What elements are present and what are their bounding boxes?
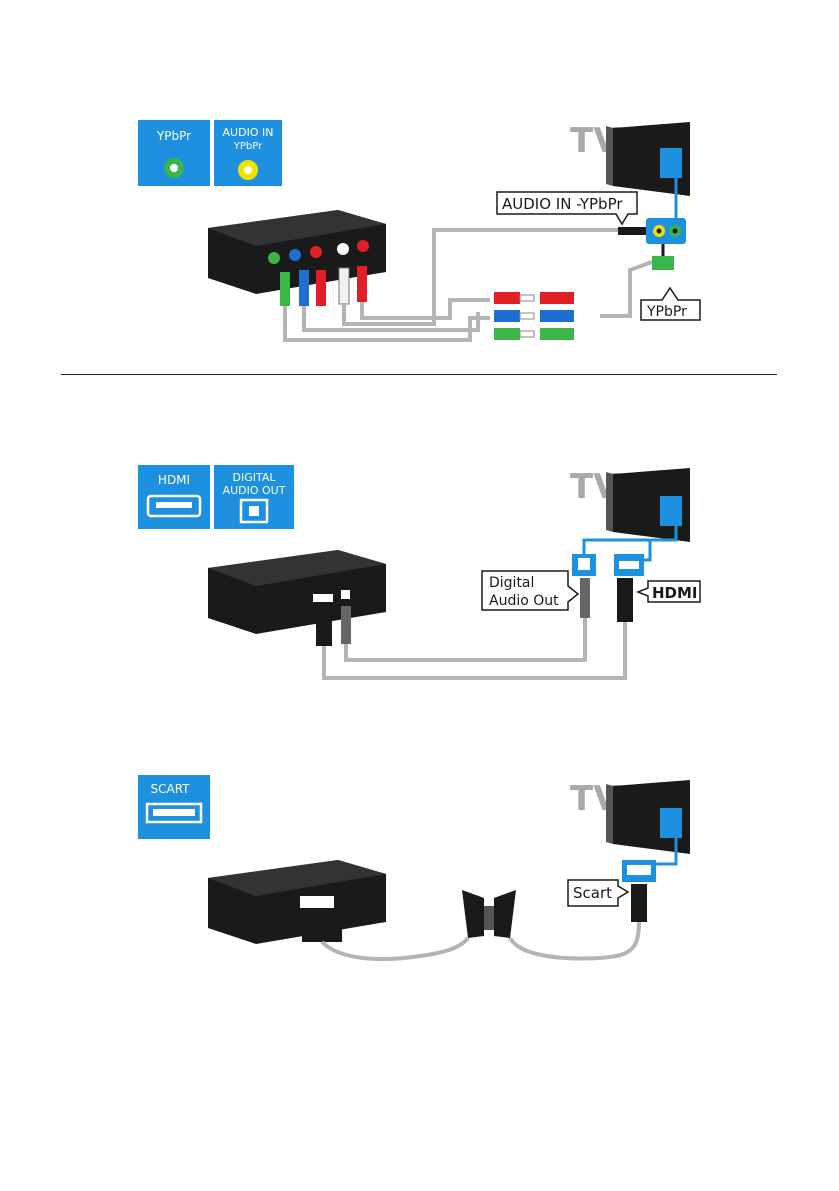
audio-in-ypbpr-icon-tile: AUDIO IN YPbPr bbox=[214, 120, 282, 186]
scart-plug-tv bbox=[631, 884, 647, 922]
hdmi-port-icon bbox=[146, 494, 202, 518]
audio-in-ypbpr-callout: AUDIO IN -YPbPr bbox=[496, 191, 638, 226]
cables bbox=[320, 921, 641, 961]
ypbpr-minijack-plug bbox=[652, 256, 674, 270]
digital-callout-text: Digital bbox=[489, 575, 534, 591]
scart-port-icon bbox=[145, 802, 203, 824]
ypbpr-icon-tile: YPbPr bbox=[138, 120, 210, 186]
cables bbox=[283, 228, 653, 342]
audio-in-ypbpr-callout-text: AUDIO IN -YPbPr bbox=[502, 195, 623, 213]
audio-out-icon-label: AUDIO OUT bbox=[223, 484, 286, 497]
audio-out-callout-text: Audio Out bbox=[489, 593, 559, 609]
hdmi-plug-source bbox=[316, 610, 332, 646]
ypbpr-connection-diagram: YPbPr AUDIO IN YPbPr TV AUDIO IN -YPbPr … bbox=[138, 120, 701, 342]
audio-in-icon-label: AUDIO IN bbox=[223, 126, 274, 139]
tv-icon bbox=[582, 468, 690, 562]
ypbpr-callout-text: YPbPr bbox=[646, 304, 687, 320]
tv-audio-in-port-panel bbox=[646, 218, 686, 244]
hdmi-callout-text: HDMI bbox=[652, 584, 698, 602]
hdmi-digital-audio-connection-diagram: HDMI DIGITAL AUDIO OUT TV Digital Audio … bbox=[138, 465, 701, 680]
hdmi-callout: HDMI bbox=[635, 580, 701, 603]
hdmi-icon-tile: HDMI bbox=[138, 465, 210, 529]
scart-plug-source bbox=[302, 920, 342, 942]
tv-icon bbox=[606, 780, 690, 866]
ypbpr-icon-label: YPbPr bbox=[156, 129, 191, 143]
hdmi-plug-tv bbox=[617, 578, 633, 622]
audio-minijack-plug bbox=[618, 227, 646, 235]
scart-callout: Scart bbox=[567, 879, 630, 907]
tv-icon bbox=[606, 122, 690, 218]
scart-connection-diagram: SCART TV Scart bbox=[138, 775, 690, 961]
digital-audio-out-callout: Digital Audio Out bbox=[481, 570, 580, 611]
scart-icon-label: SCART bbox=[151, 782, 191, 796]
optical-port-icon bbox=[239, 498, 269, 524]
cables bbox=[322, 618, 627, 680]
optical-plug-source bbox=[341, 606, 351, 644]
scart-icon-tile: SCART bbox=[138, 775, 210, 839]
ypbpr-callout: YPbPr bbox=[640, 286, 701, 321]
source-device-box bbox=[208, 860, 386, 944]
source-device-box bbox=[208, 550, 386, 634]
section-divider bbox=[61, 374, 777, 375]
scart-callout-text: Scart bbox=[573, 884, 612, 902]
component-adapter-plugs bbox=[494, 292, 574, 340]
scart-adapter-plugs bbox=[462, 890, 516, 938]
hdmi-icon-label: HDMI bbox=[158, 473, 190, 487]
audio-in-ypbpr-icon-sublabel: YPbPr bbox=[233, 141, 263, 152]
digital-audio-out-icon-tile: DIGITAL AUDIO OUT bbox=[214, 465, 294, 529]
optical-plug-tv bbox=[580, 578, 590, 618]
digital-icon-label: DIGITAL bbox=[232, 471, 276, 484]
